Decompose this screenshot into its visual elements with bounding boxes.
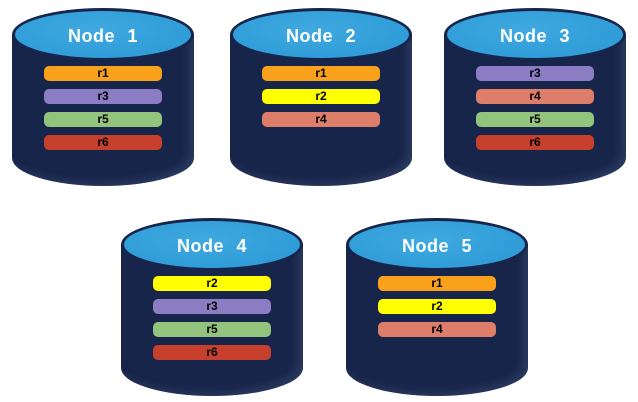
replica-list: r1 r3 r5 r6 — [44, 66, 162, 150]
db-node-4: Node 4 r2 r3 r5 r6 — [121, 218, 303, 396]
cylinder-top: Node 4 — [121, 218, 303, 271]
replica-bar-r2: r2 — [262, 89, 380, 104]
replica-bar-r4: r4 — [476, 89, 594, 104]
replica-bar-r3: r3 — [153, 299, 271, 314]
node-label: Node 1 — [67, 25, 138, 46]
replica-bar-r5: r5 — [44, 112, 162, 127]
replica-list: r2 r3 r5 r6 — [153, 276, 271, 360]
replica-bar-r2: r2 — [378, 299, 496, 314]
replica-bar-r5: r5 — [476, 112, 594, 127]
db-node-1: Node 1 r1 r3 r5 r6 — [12, 8, 194, 186]
node-label: Node 4 — [176, 235, 247, 256]
replica-bar-r6: r6 — [476, 135, 594, 150]
replica-bar-r1: r1 — [262, 66, 380, 81]
replica-list: r1 r2 r4 — [262, 66, 380, 127]
cylinder-top: Node 1 — [12, 8, 194, 61]
replica-bar-r1: r1 — [44, 66, 162, 81]
node-label: Node 2 — [285, 25, 356, 46]
node-label: Node 5 — [401, 235, 472, 256]
db-node-3: Node 3 r3 r4 r5 r6 — [444, 8, 626, 186]
cylinder-top: Node 2 — [230, 8, 412, 61]
db-node-2: Node 2 r1 r2 r4 — [230, 8, 412, 186]
replica-bar-r3: r3 — [476, 66, 594, 81]
replica-bar-r6: r6 — [153, 345, 271, 360]
node-label: Node 3 — [499, 25, 570, 46]
db-node-5: Node 5 r1 r2 r4 — [346, 218, 528, 396]
replica-list: r1 r2 r4 — [378, 276, 496, 337]
replica-bar-r4: r4 — [262, 112, 380, 127]
replica-bar-r4: r4 — [378, 322, 496, 337]
replica-bar-r6: r6 — [44, 135, 162, 150]
cylinder-top: Node 3 — [444, 8, 626, 61]
replica-bar-r2: r2 — [153, 276, 271, 291]
replica-bar-r1: r1 — [378, 276, 496, 291]
replica-bar-r5: r5 — [153, 322, 271, 337]
replica-list: r3 r4 r5 r6 — [476, 66, 594, 150]
cylinder-top: Node 5 — [346, 218, 528, 271]
replica-bar-r3: r3 — [44, 89, 162, 104]
